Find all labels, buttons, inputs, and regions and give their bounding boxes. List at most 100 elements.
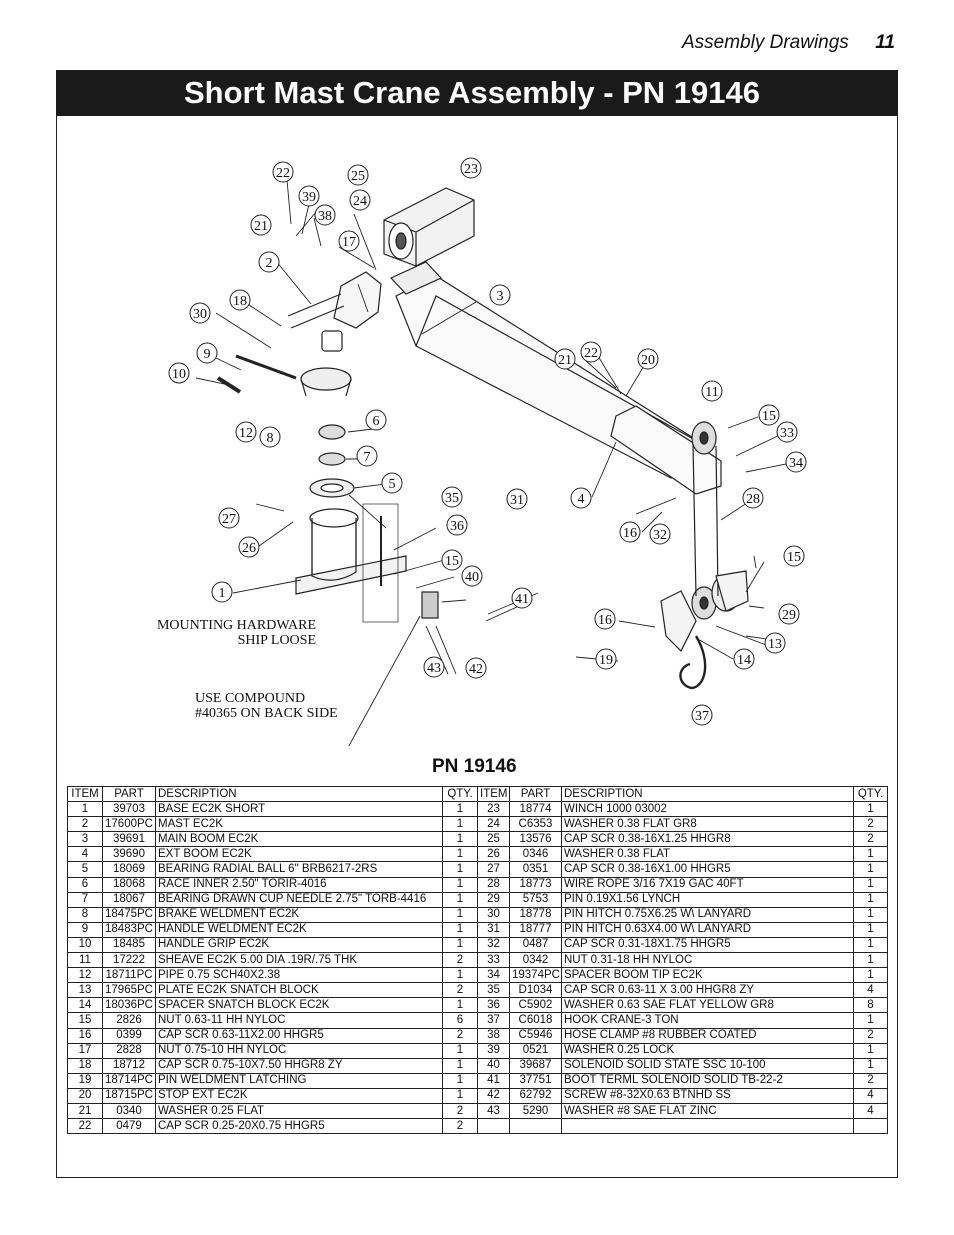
item-number: 36 [477, 997, 510, 1014]
quantity: 1 [442, 936, 478, 954]
callout-label: 39 [302, 190, 316, 205]
callout-circle [259, 426, 281, 448]
quantity: 2 [853, 831, 888, 848]
quantity: 1 [853, 861, 888, 878]
section-name: Assembly Drawings [681, 32, 849, 53]
page-title: Short Mast Crane Assembly - PN 19146 [56, 70, 898, 116]
description: WINCH 1000 03002 [561, 801, 854, 818]
callout-circle [619, 521, 641, 543]
callout-circle [250, 214, 272, 236]
callout-label: 10 [172, 367, 186, 382]
note-line: MOUNTING HARDWARE [156, 618, 316, 633]
description: PIN 0.19X1.56 LYNCH [561, 891, 854, 908]
col-part: PART [102, 785, 156, 803]
callout-circle [235, 421, 257, 443]
quantity: 2 [442, 952, 478, 969]
quantity: 4 [853, 982, 888, 999]
part-number: 18715PC [102, 1087, 156, 1104]
item-number: 14 [67, 997, 103, 1014]
item-number: 38 [477, 1027, 510, 1044]
part-number: 5290 [509, 1102, 562, 1120]
item-number: 19 [67, 1072, 103, 1089]
item-number: 17 [67, 1042, 103, 1059]
mounting-hardware-note: MOUNTING HARDWARE SHIP LOOSE [146, 618, 316, 648]
part-number: 18714PC [102, 1072, 156, 1089]
part-number: C5902 [509, 997, 562, 1014]
description: SPACER SNATCH BLOCK EC2K [155, 997, 443, 1014]
item-number: 32 [477, 936, 510, 954]
quantity: 2 [853, 1027, 888, 1044]
drawing-parts [216, 187, 749, 690]
col-description: DESCRIPTION [561, 785, 854, 803]
quantity: 1 [442, 891, 478, 908]
item-number: 30 [477, 906, 510, 923]
callout-label: 25 [351, 169, 365, 184]
callout-label: 26 [242, 541, 256, 556]
page-number: 11 [875, 32, 895, 53]
col-item: ITEM [477, 785, 510, 803]
assembly-drawing: 22 39 25 24 23 21 38 17 2 18 30 3 9 10 2… [168, 157, 807, 746]
description: BOOT TERML SOLENOID SOLID TB-22-2 [561, 1072, 854, 1089]
item-number: 3 [67, 831, 103, 848]
part-number: 39687 [509, 1057, 562, 1074]
part-number: C5946 [509, 1027, 562, 1044]
description: BEARING DRAWN CUP NEEDLE 2.75" TORB-4416 [155, 891, 443, 908]
callout-label: 1 [219, 586, 226, 601]
callout-circle [733, 648, 755, 670]
quantity: 1 [442, 876, 478, 893]
note-line: SHIP LOOSE [237, 633, 316, 648]
description: CAP SCR 0.38-16X1.00 HHGR5 [561, 861, 854, 878]
part-number: 13576 [509, 831, 562, 848]
item-number: 34 [477, 967, 510, 984]
callout-circle [356, 445, 378, 467]
quantity: 1 [853, 1012, 888, 1029]
callout-circle [701, 380, 723, 402]
part-number: 39703 [102, 801, 156, 818]
part-number: C6353 [509, 816, 562, 833]
description: NUT 0.75-10 HH NYLOC [155, 1042, 443, 1059]
callout-circle [238, 536, 260, 558]
callout-circle [168, 362, 190, 384]
callout-circle [785, 451, 807, 473]
item-number: 8 [67, 906, 103, 923]
description: CAP SCR 0.63-11X2.00 HHGR5 [155, 1027, 443, 1044]
callout-label: 2 [266, 256, 273, 271]
quantity: 1 [853, 952, 888, 969]
item-number: 43 [477, 1102, 510, 1120]
quantity: 1 [853, 846, 888, 863]
item-number: 42 [477, 1087, 510, 1104]
callout-label: 5 [389, 477, 396, 492]
item-number: 7 [67, 891, 103, 908]
callout-label: 27 [222, 512, 236, 527]
part-number: 19374PC [509, 967, 562, 984]
item-number: 24 [477, 816, 510, 833]
item-number: 29 [477, 891, 510, 908]
callout-circle [298, 185, 320, 207]
callout-label: 3 [497, 289, 504, 304]
quantity: 1 [853, 1057, 888, 1074]
item-number: 13 [67, 982, 103, 999]
quantity: 1 [442, 831, 478, 848]
description: WASHER #8 SAE FLAT ZINC [561, 1102, 854, 1120]
quantity: 1 [442, 921, 478, 938]
callout-label: 40 [465, 570, 479, 585]
item-number [477, 1118, 510, 1135]
callout-circle [570, 487, 592, 509]
description: STOP EXT EC2K [155, 1087, 443, 1104]
col-item: ITEM [67, 785, 103, 803]
col-part: PART [509, 785, 562, 803]
quantity: 1 [442, 1087, 478, 1104]
quantity: 2 [442, 1027, 478, 1044]
table-header-row: ITEM PART DESCRIPTION QTY. ITEM PART DES… [67, 785, 888, 803]
callout-label: 15 [787, 550, 801, 565]
callout-circle [580, 341, 602, 363]
callout-label: 24 [353, 194, 367, 209]
callout-circle [211, 581, 233, 603]
table-title: PN 19146 [432, 756, 517, 777]
